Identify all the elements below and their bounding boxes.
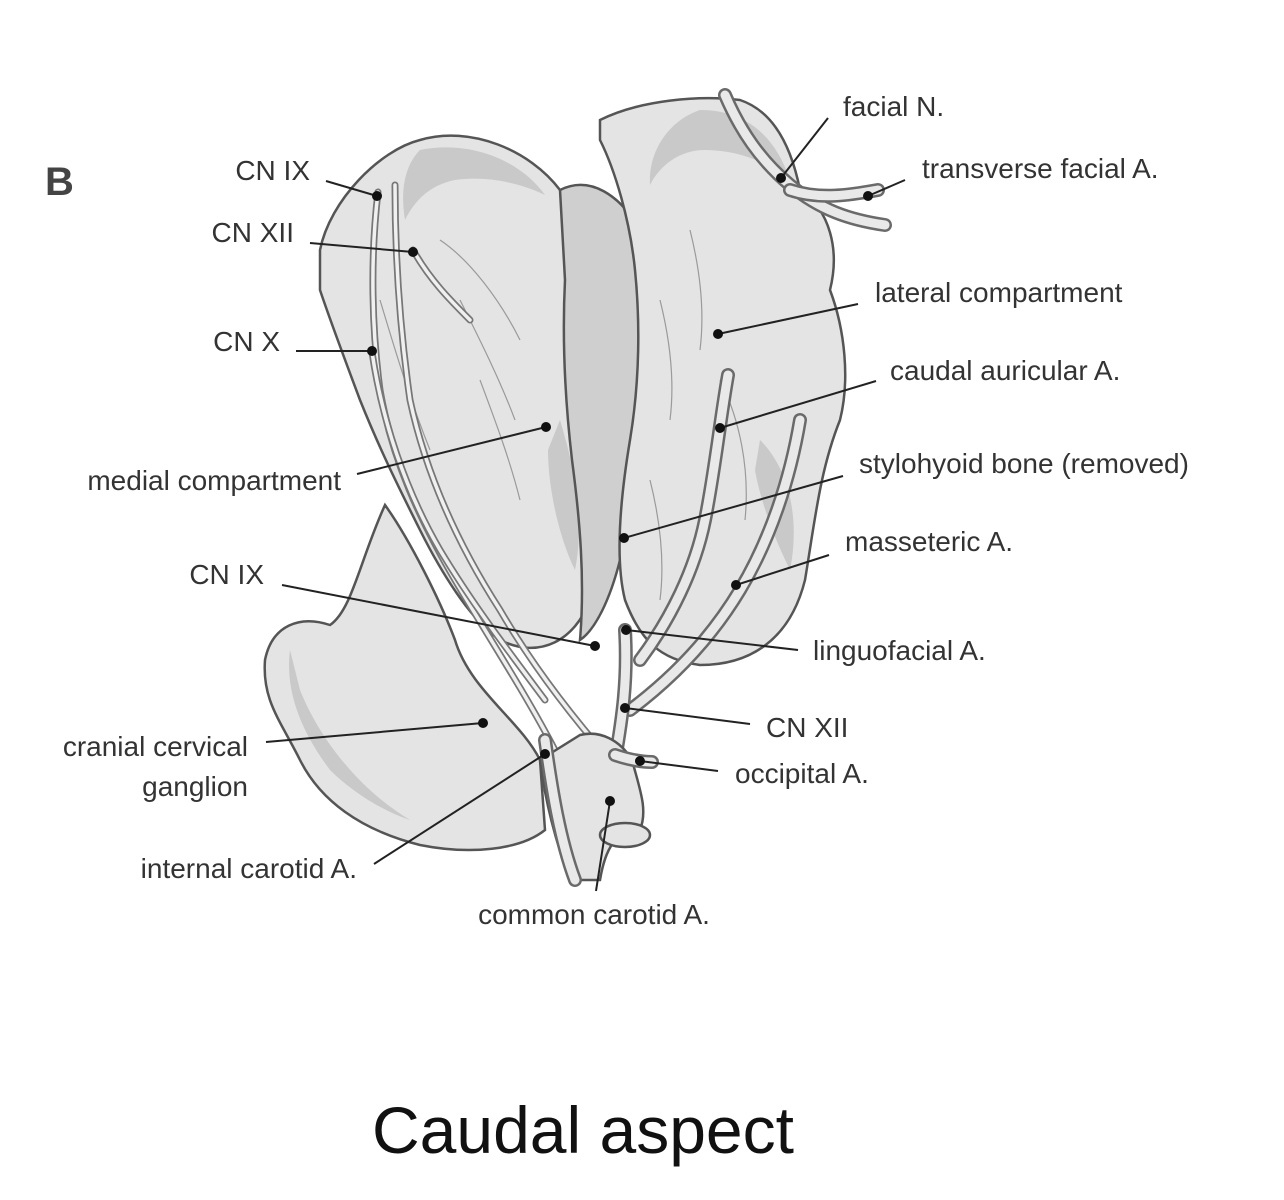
anatomy-illustration [263, 88, 892, 887]
label-cn-xii-lower: CN XII [766, 712, 848, 743]
label-cn-xii-top: CN XII [212, 217, 294, 248]
label-lateral-compartment: lateral compartment [875, 277, 1123, 308]
panel-letter: B [45, 160, 74, 204]
label-cn-ix-top: CN IX [235, 155, 310, 186]
label-masseteric-a: masseteric A. [845, 526, 1013, 557]
label-cn-ix-lower: CN IX [189, 559, 264, 590]
label-caudal-auricular-a: caudal auricular A. [890, 355, 1120, 386]
label-internal-carotid-a: internal carotid A. [141, 853, 357, 884]
label-cn-x: CN X [213, 326, 280, 357]
label-dots [367, 173, 873, 806]
label-occipital-a: occipital A. [735, 758, 869, 789]
leader-lines [265, 117, 906, 892]
label-stylohyoid-bone: stylohyoid bone (removed) [859, 448, 1189, 479]
figure-caption: Caudal aspect [372, 1093, 794, 1167]
label-facial-n: facial N. [843, 91, 944, 122]
label-cranial-cervical-ganglion-line1: cranial cervical [63, 731, 248, 762]
label-common-carotid-a: common carotid A. [478, 899, 710, 930]
label-medial-compartment: medial compartment [87, 465, 341, 496]
label-cranial-cervical-ganglion-line2: ganglion [142, 771, 248, 802]
label-linguofacial-a: linguofacial A. [813, 635, 986, 666]
label-transverse-facial-a: transverse facial A. [922, 153, 1159, 184]
